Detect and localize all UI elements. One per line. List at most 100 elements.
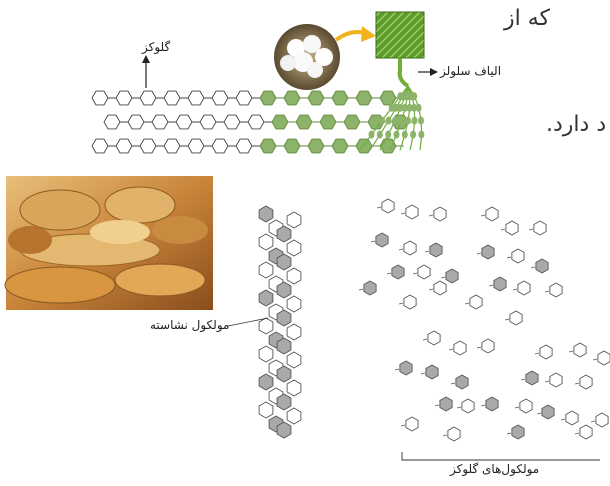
glucose-molecule (486, 397, 498, 411)
glucose-molecule (428, 331, 440, 345)
cellulose-glucose-unit (176, 115, 192, 129)
cellulose-glucose-unit (308, 91, 324, 105)
glucose-molecule (536, 259, 548, 273)
cellulose-glucose-unit (320, 115, 336, 129)
cellulose-chains (92, 91, 416, 153)
bread-photo (5, 176, 213, 310)
starch-glucose-unit (259, 262, 273, 278)
glucose-bracket (402, 452, 600, 460)
cotton-image (274, 24, 340, 90)
glucose-molecule (406, 205, 418, 219)
fiber-bead (418, 131, 424, 139)
glucose-molecule (510, 311, 522, 325)
glucose-molecule (434, 281, 446, 295)
cellulose-glucose-unit (344, 115, 360, 129)
cellulose-glucose-unit (224, 115, 240, 129)
glucose-molecule (440, 397, 452, 411)
cellulose-glucose-unit (248, 115, 264, 129)
starch-glucose-unit (259, 206, 273, 222)
cellulose-glucose-unit (332, 139, 348, 153)
glucose-molecule (392, 265, 404, 279)
cellulose-glucose-unit (284, 139, 300, 153)
glucose-molecule (550, 373, 562, 387)
fiber-closeup (376, 12, 424, 58)
glucose-molecule (550, 283, 562, 297)
glucose-molecule (598, 351, 610, 365)
glucose-molecule (566, 411, 578, 425)
cellulose-glucose-unit (92, 139, 108, 153)
glucose-molecule (470, 295, 482, 309)
fiber-bead (411, 92, 417, 100)
glucose-molecule (494, 277, 506, 291)
cellulose-glucose-unit (164, 91, 180, 105)
cellulose-glucose-unit (236, 91, 252, 105)
starch-glucose-unit (287, 408, 301, 424)
fiber-bead (418, 117, 424, 125)
cellulose-glucose-unit (116, 139, 132, 153)
cellulose-glucose-unit (284, 91, 300, 105)
glucose-molecule (406, 417, 418, 431)
fiber-bead (377, 131, 383, 139)
starch-glucose-unit (277, 226, 291, 242)
glucose-molecule (526, 371, 538, 385)
glucose-molecule (506, 221, 518, 235)
glucose-molecule (482, 245, 494, 259)
glucose-molecule (376, 233, 388, 247)
cellulose-fiber-label: الیاف سلولز (440, 64, 501, 78)
glucose-molecule (400, 361, 412, 375)
glucose-molecule (434, 207, 446, 221)
glucose-molecule (482, 339, 494, 353)
fiber-bead (402, 131, 408, 139)
fiber-bead (386, 117, 392, 125)
cellulose-glucose-unit (200, 115, 216, 129)
fiber-bead (405, 117, 411, 125)
fiber-bead (410, 131, 416, 139)
fiber-bead (369, 131, 375, 139)
starch-glucose-unit (259, 402, 273, 418)
cellulose-glucose-unit (212, 139, 228, 153)
starch-glucose-unit (277, 310, 291, 326)
glucose-molecule (454, 341, 466, 355)
glucose-molecule (518, 281, 530, 295)
cellulose-glucose-unit (128, 115, 144, 129)
body-text-line-1: که از (504, 6, 550, 31)
starch-glucose-unit (287, 240, 301, 256)
glucose-molecule (382, 199, 394, 213)
starch-molecule-label: مولکول نشاسته (150, 318, 229, 332)
glucose-molecule (486, 207, 498, 221)
starch-glucose-unit (277, 282, 291, 298)
glucose-molecule (580, 375, 592, 389)
glucose-molecule (512, 249, 524, 263)
glucose-label: گلوکز (142, 40, 170, 54)
glucose-molecules-label: مولکول‌های گلوکز (450, 462, 539, 476)
cellulose-glucose-unit (260, 139, 276, 153)
starch-glucose-unit (287, 268, 301, 284)
starch-glucose-unit (259, 318, 273, 334)
starch-glucose-unit (287, 296, 301, 312)
glucose-molecule (596, 413, 608, 427)
cellulose-glucose-unit (104, 115, 120, 129)
glucose-molecule (462, 399, 474, 413)
glucose-molecule (404, 241, 416, 255)
fiber-bead (394, 131, 400, 139)
cellulose-glucose-unit (140, 139, 156, 153)
glucose-molecule (540, 345, 552, 359)
glucose-molecule (574, 343, 586, 357)
glucose-molecule (364, 281, 376, 295)
fiber-bead (385, 131, 391, 139)
cellulose-glucose-unit (260, 91, 276, 105)
cellulose-glucose-unit (212, 91, 228, 105)
glucose-molecule (520, 399, 532, 413)
glucose-molecule (580, 425, 592, 439)
glucose-molecule (512, 425, 524, 439)
cellulose-glucose-unit (152, 115, 168, 129)
starch-glucose-unit (277, 366, 291, 382)
cellulose-glucose-unit (236, 139, 252, 153)
cellulose-glucose-unit (92, 91, 108, 105)
starch-glucose-unit (287, 380, 301, 396)
cellulose-glucose-unit (332, 91, 348, 105)
fiber-bead (379, 117, 385, 125)
glucose-molecule (418, 265, 430, 279)
cellulose-glucose-unit (188, 91, 204, 105)
